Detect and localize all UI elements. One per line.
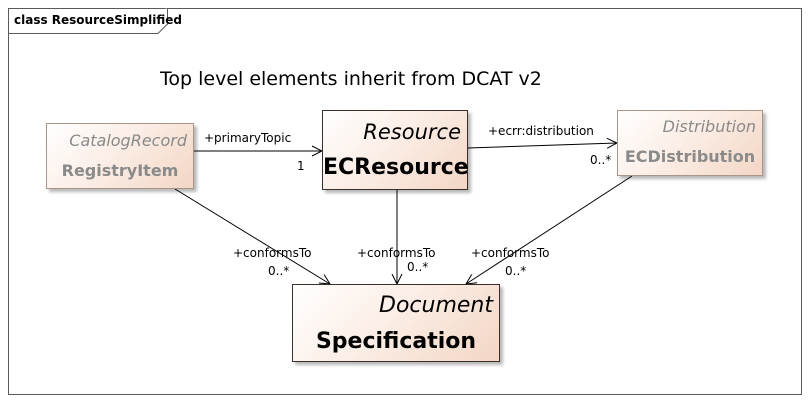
role-label-conforms-distribution: +conformsTo (471, 246, 550, 260)
multiplicity-label-conforms-resource: 0..* (407, 260, 429, 274)
class-ecresource[interactable]: Resource ECResource (322, 110, 469, 190)
frame-title-tab: class ResourceSimplified (8, 8, 182, 34)
multiplicity-label-conforms-distribution: 0..* (505, 264, 527, 278)
multiplicity-label-conforms-registryitem: 0..* (268, 264, 290, 278)
role-label-conforms-registryitem: +conformsTo (233, 246, 312, 260)
multiplicity-label-distribution: 0..* (590, 153, 612, 167)
association-distribution[interactable] (467, 143, 617, 148)
class-name: RegistryItem (61, 161, 179, 180)
role-label-conforms-resource: +conformsTo (357, 246, 436, 260)
association-conforms-registryitem[interactable] (174, 188, 330, 284)
class-name: ECResource (323, 155, 469, 180)
class-registryitem[interactable]: CatalogRecord RegistryItem (46, 123, 194, 189)
frame-title: class ResourceSimplified (14, 13, 182, 27)
class-name: Specification (315, 329, 477, 354)
role-label-primary-topic: +primaryTopic (204, 131, 292, 145)
class-stereotype: Distribution (662, 117, 756, 136)
diagram-note: Top level elements inherit from DCAT v2 (160, 68, 542, 90)
association-conforms-distribution[interactable] (466, 175, 633, 284)
class-stereotype: Resource (363, 120, 461, 144)
class-specification[interactable]: Document Specification (292, 284, 500, 362)
multiplicity-label-primary-topic: 1 (297, 159, 305, 173)
class-stereotype: Document (379, 293, 493, 318)
class-name: ECDistribution (624, 147, 756, 166)
class-ecdistribution[interactable]: Distribution ECDistribution (617, 110, 763, 176)
role-label-distribution: +ecrr:distribution (488, 124, 594, 138)
class-stereotype: CatalogRecord (69, 131, 187, 150)
